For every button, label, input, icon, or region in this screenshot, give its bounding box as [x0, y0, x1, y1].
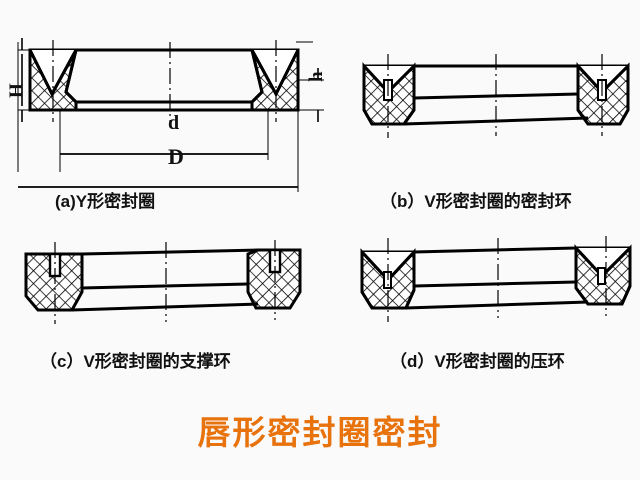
centerlines	[52, 40, 277, 124]
figure-b-v-sealing-ring	[362, 54, 630, 138]
ring-body	[360, 244, 632, 310]
figure-c-v-support-ring	[24, 240, 302, 324]
extension-lines	[17, 41, 324, 172]
figure-a-y-seal	[17, 38, 324, 192]
seal-web	[64, 48, 264, 112]
dimension-D	[18, 110, 299, 192]
page-title: 唇形密封圈密封	[197, 414, 443, 451]
centerlines	[387, 236, 607, 322]
caption-figure-b: （b）V形密封圈的密封环	[380, 192, 572, 211]
dimension-label-h: h	[306, 71, 327, 82]
figure-d-v-pressure-ring	[360, 236, 632, 322]
ring-body	[24, 248, 302, 312]
seal-right-lip	[250, 48, 300, 112]
centerlines	[54, 240, 276, 324]
dimension-label-D: D	[168, 144, 184, 169]
caption-figure-a: (a)Y形密封圈	[55, 192, 156, 211]
dimension-label-d: d	[168, 112, 180, 134]
centerlines	[387, 54, 603, 138]
dimension-label-H: H	[6, 83, 27, 98]
caption-figure-c: （c）V形密封圈的支撑环	[40, 352, 231, 371]
caption-figure-d: （d）V形密封圈的压环	[390, 352, 565, 371]
